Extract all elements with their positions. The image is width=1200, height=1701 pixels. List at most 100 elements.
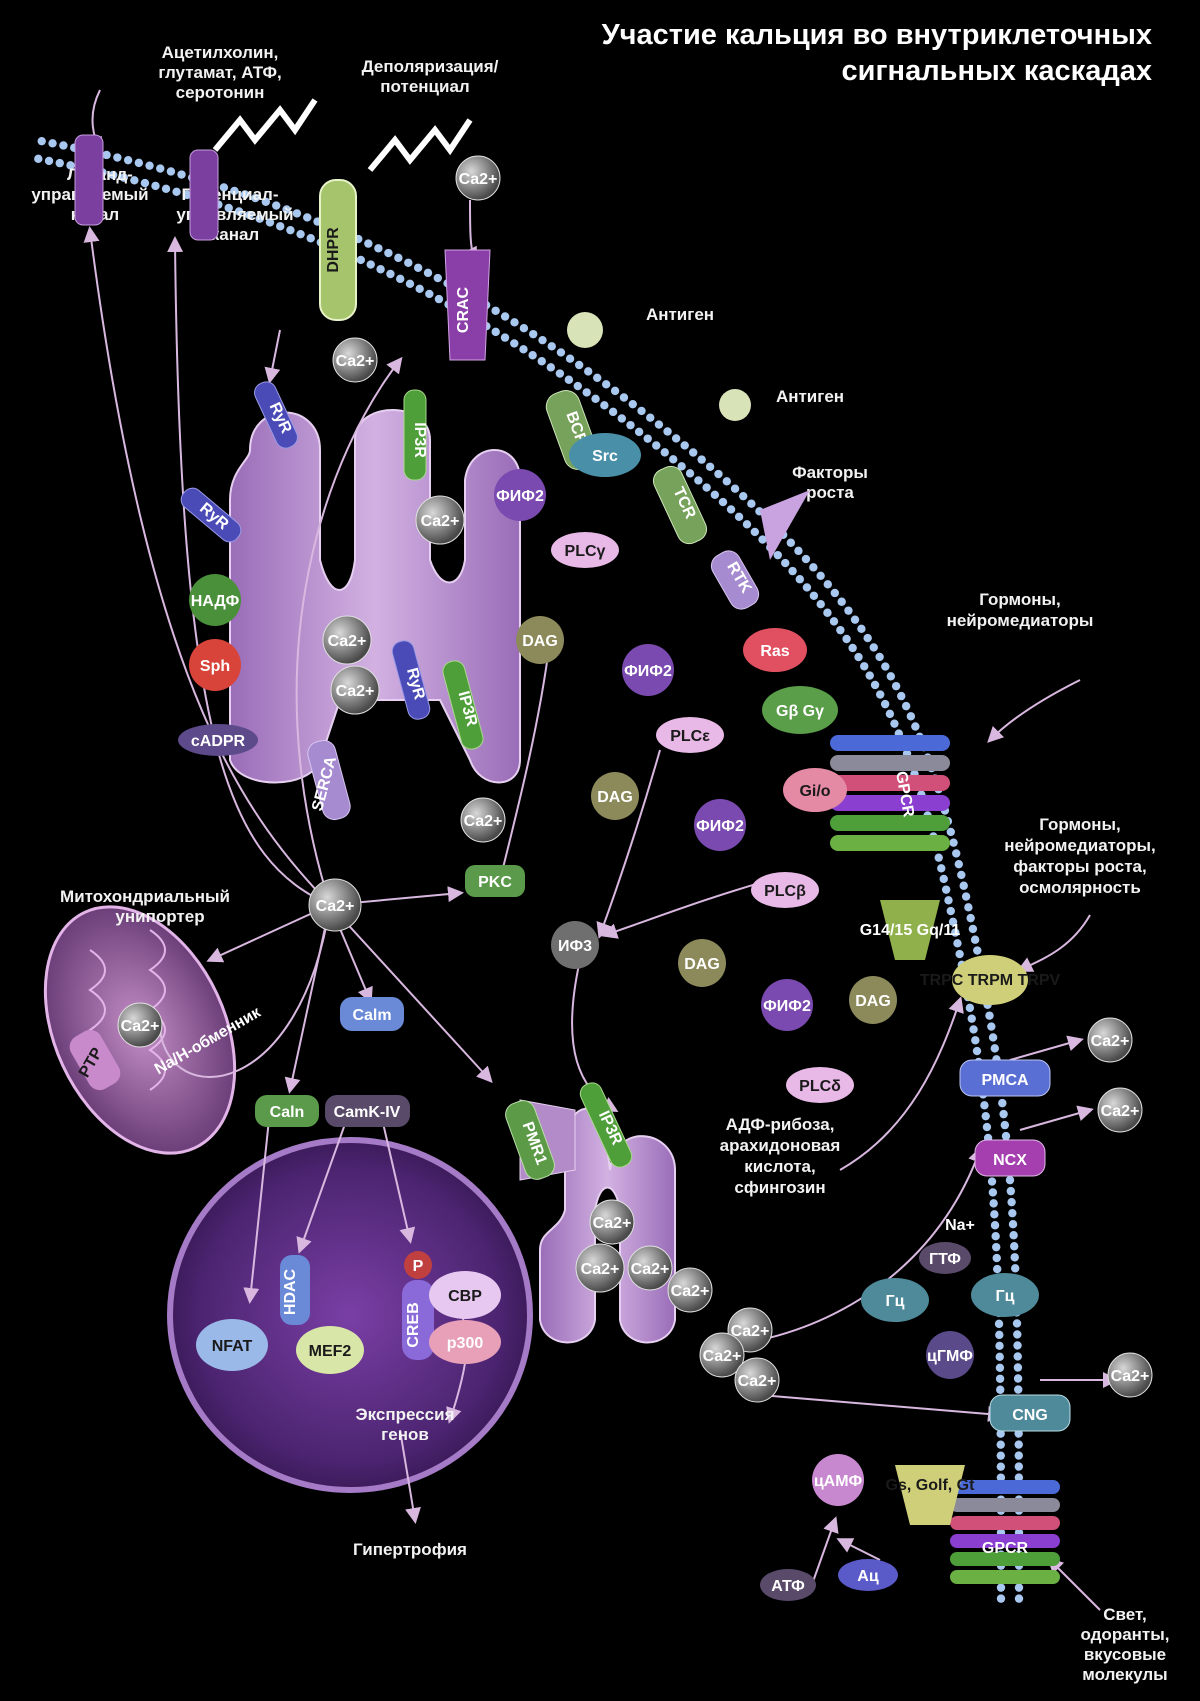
membrane-lipid-head xyxy=(424,269,432,277)
caption-hypertrophy: Гипертрофия xyxy=(353,1540,467,1559)
calcium-ion-label: Ca2+ xyxy=(459,171,498,188)
membrane-lipid-head xyxy=(59,141,67,149)
membrane-lipid-head xyxy=(887,672,895,680)
svg-text:DAG: DAG xyxy=(522,633,558,650)
membrane-lipid-head xyxy=(971,936,979,944)
cadpr-node: cADPR xyxy=(178,724,258,756)
membrane-lipid-head xyxy=(860,662,868,670)
membrane-lipid-head xyxy=(952,849,960,857)
membrane-lipid-head xyxy=(501,312,509,320)
hdac-node: HDAC xyxy=(280,1255,310,1325)
trp-channel: TRPC TRPM TRPV xyxy=(920,955,1061,1005)
membrane-lipid-head xyxy=(997,1462,1005,1470)
membrane-lipid-head xyxy=(435,295,443,303)
svg-text:CREB: CREB xyxy=(405,1302,422,1347)
title-line-2: сигнальных каскадах xyxy=(842,55,1152,87)
membrane-lipid-head xyxy=(593,374,601,382)
membrane-lipid-head xyxy=(968,1014,976,1022)
membrane-lipid-head xyxy=(824,580,832,588)
svg-text:Экспрессия: Экспрессия xyxy=(356,1405,455,1424)
membrane-lipid-head xyxy=(34,155,42,163)
membrane-lipid-head xyxy=(547,363,555,371)
gbg-node: Gβ Gγ xyxy=(762,686,838,734)
membrane-lipid-head xyxy=(1006,1176,1014,1184)
svg-text:NFAT: NFAT xyxy=(212,1338,253,1355)
membrane-lipid-head xyxy=(982,1112,990,1120)
ras-node: Ras xyxy=(743,628,807,672)
membrane-lipid-head xyxy=(866,671,874,679)
membrane-lipid-head xyxy=(646,414,654,422)
membrane-lipid-head xyxy=(987,1022,995,1030)
svg-text:CRAC: CRAC xyxy=(455,286,472,333)
plcd-node: PLCδ xyxy=(786,1067,854,1103)
plcg-node: PLCγ xyxy=(551,532,619,568)
svg-text:Митохондриальный: Митохондриальный xyxy=(60,887,230,906)
membrane-lipid-head xyxy=(881,662,889,670)
nadph-node: НАДФ xyxy=(189,574,241,626)
membrane-lipid-head xyxy=(989,1188,997,1196)
membrane-lipid-head xyxy=(944,896,952,904)
membrane-lipid-head xyxy=(510,318,518,326)
membrane-lipid-head xyxy=(875,653,883,661)
membrane-lipid-head xyxy=(997,1594,1005,1602)
svg-text:вкусовые: вкусовые xyxy=(1084,1645,1166,1664)
membrane-lipid-head xyxy=(102,151,110,159)
cgmp-node: цГМФ xyxy=(926,1331,974,1379)
svg-text:НАДФ: НАДФ xyxy=(191,593,240,610)
svg-text:Свет,: Свет, xyxy=(1103,1605,1147,1624)
membrane-lipid-head xyxy=(557,348,565,356)
membrane-lipid-head xyxy=(404,259,412,267)
membrane-lipid-head xyxy=(376,265,384,273)
membrane-lipid-head xyxy=(942,885,950,893)
membrane-lipid-head xyxy=(863,634,871,642)
membrane-lipid-head xyxy=(177,170,185,178)
calcium-ion-label: Ca2+ xyxy=(328,633,367,650)
dag-node-1: DAG xyxy=(516,616,564,664)
membrane-lipid-head xyxy=(831,589,839,597)
membrane-lipid-head xyxy=(993,1265,1001,1273)
membrane-lipid-head xyxy=(574,382,582,390)
svg-text:IP3R: IP3R xyxy=(411,422,428,458)
membrane-lipid-head xyxy=(1015,1451,1023,1459)
membrane-lipid-head xyxy=(1014,1352,1022,1360)
svg-text:АТФ: АТФ xyxy=(771,1578,805,1595)
membrane-lipid-head xyxy=(689,448,697,456)
dag-node-3: DAG xyxy=(678,939,726,987)
membrane-lipid-head xyxy=(935,853,943,861)
membrane-lipid-head xyxy=(980,1101,988,1109)
dag-node-4: DAG xyxy=(849,976,897,1024)
membrane-lipid-head xyxy=(842,635,850,643)
membrane-lipid-head xyxy=(892,682,900,690)
membrane-lipid-head xyxy=(565,376,573,384)
svg-text:DAG: DAG xyxy=(597,789,633,806)
svg-text:PKC: PKC xyxy=(478,874,512,891)
gq-node: G14/15 Gq/11 xyxy=(860,900,961,960)
membrane-lipid-head xyxy=(1011,1253,1019,1261)
membrane-lipid-head xyxy=(635,428,643,436)
calcium-ion-label: Ca2+ xyxy=(421,513,460,530)
pip2-node-c: ФИФ2 xyxy=(694,799,746,851)
calcium-ion-label: Ca2+ xyxy=(1091,1033,1130,1050)
membrane-lipid-head xyxy=(296,230,304,238)
membrane-lipid-head xyxy=(491,307,499,315)
membrane-lipid-head xyxy=(1015,1440,1023,1448)
membrane-lipid-head xyxy=(719,498,727,506)
membrane-lipid-head xyxy=(996,1375,1004,1383)
svg-text:Гц: Гц xyxy=(886,1293,905,1310)
calcium-ion-label: Ca2+ xyxy=(316,898,355,915)
membrane-lipid-head xyxy=(626,421,634,429)
membrane-lipid-head xyxy=(985,1011,993,1019)
membrane-lipid-head xyxy=(999,1110,1007,1118)
svg-text:CamK-IV: CamK-IV xyxy=(334,1104,401,1121)
membrane-lipid-head xyxy=(871,681,879,689)
membrane-lipid-head xyxy=(794,547,802,555)
calcium-ion-label: Ca2+ xyxy=(593,1215,632,1232)
membrane-lipid-head xyxy=(735,513,743,521)
membrane-lipid-head xyxy=(492,328,500,336)
title-line-1: Участие кальция во внутриклеточных xyxy=(602,19,1152,51)
calcium-ion-label: Ca2+ xyxy=(1111,1368,1150,1385)
membrane-lipid-head xyxy=(124,156,132,164)
membrane-lipid-head xyxy=(991,1232,999,1240)
svg-text:Гормоны,: Гормоны, xyxy=(979,590,1061,609)
membrane-lipid-head xyxy=(711,491,719,499)
